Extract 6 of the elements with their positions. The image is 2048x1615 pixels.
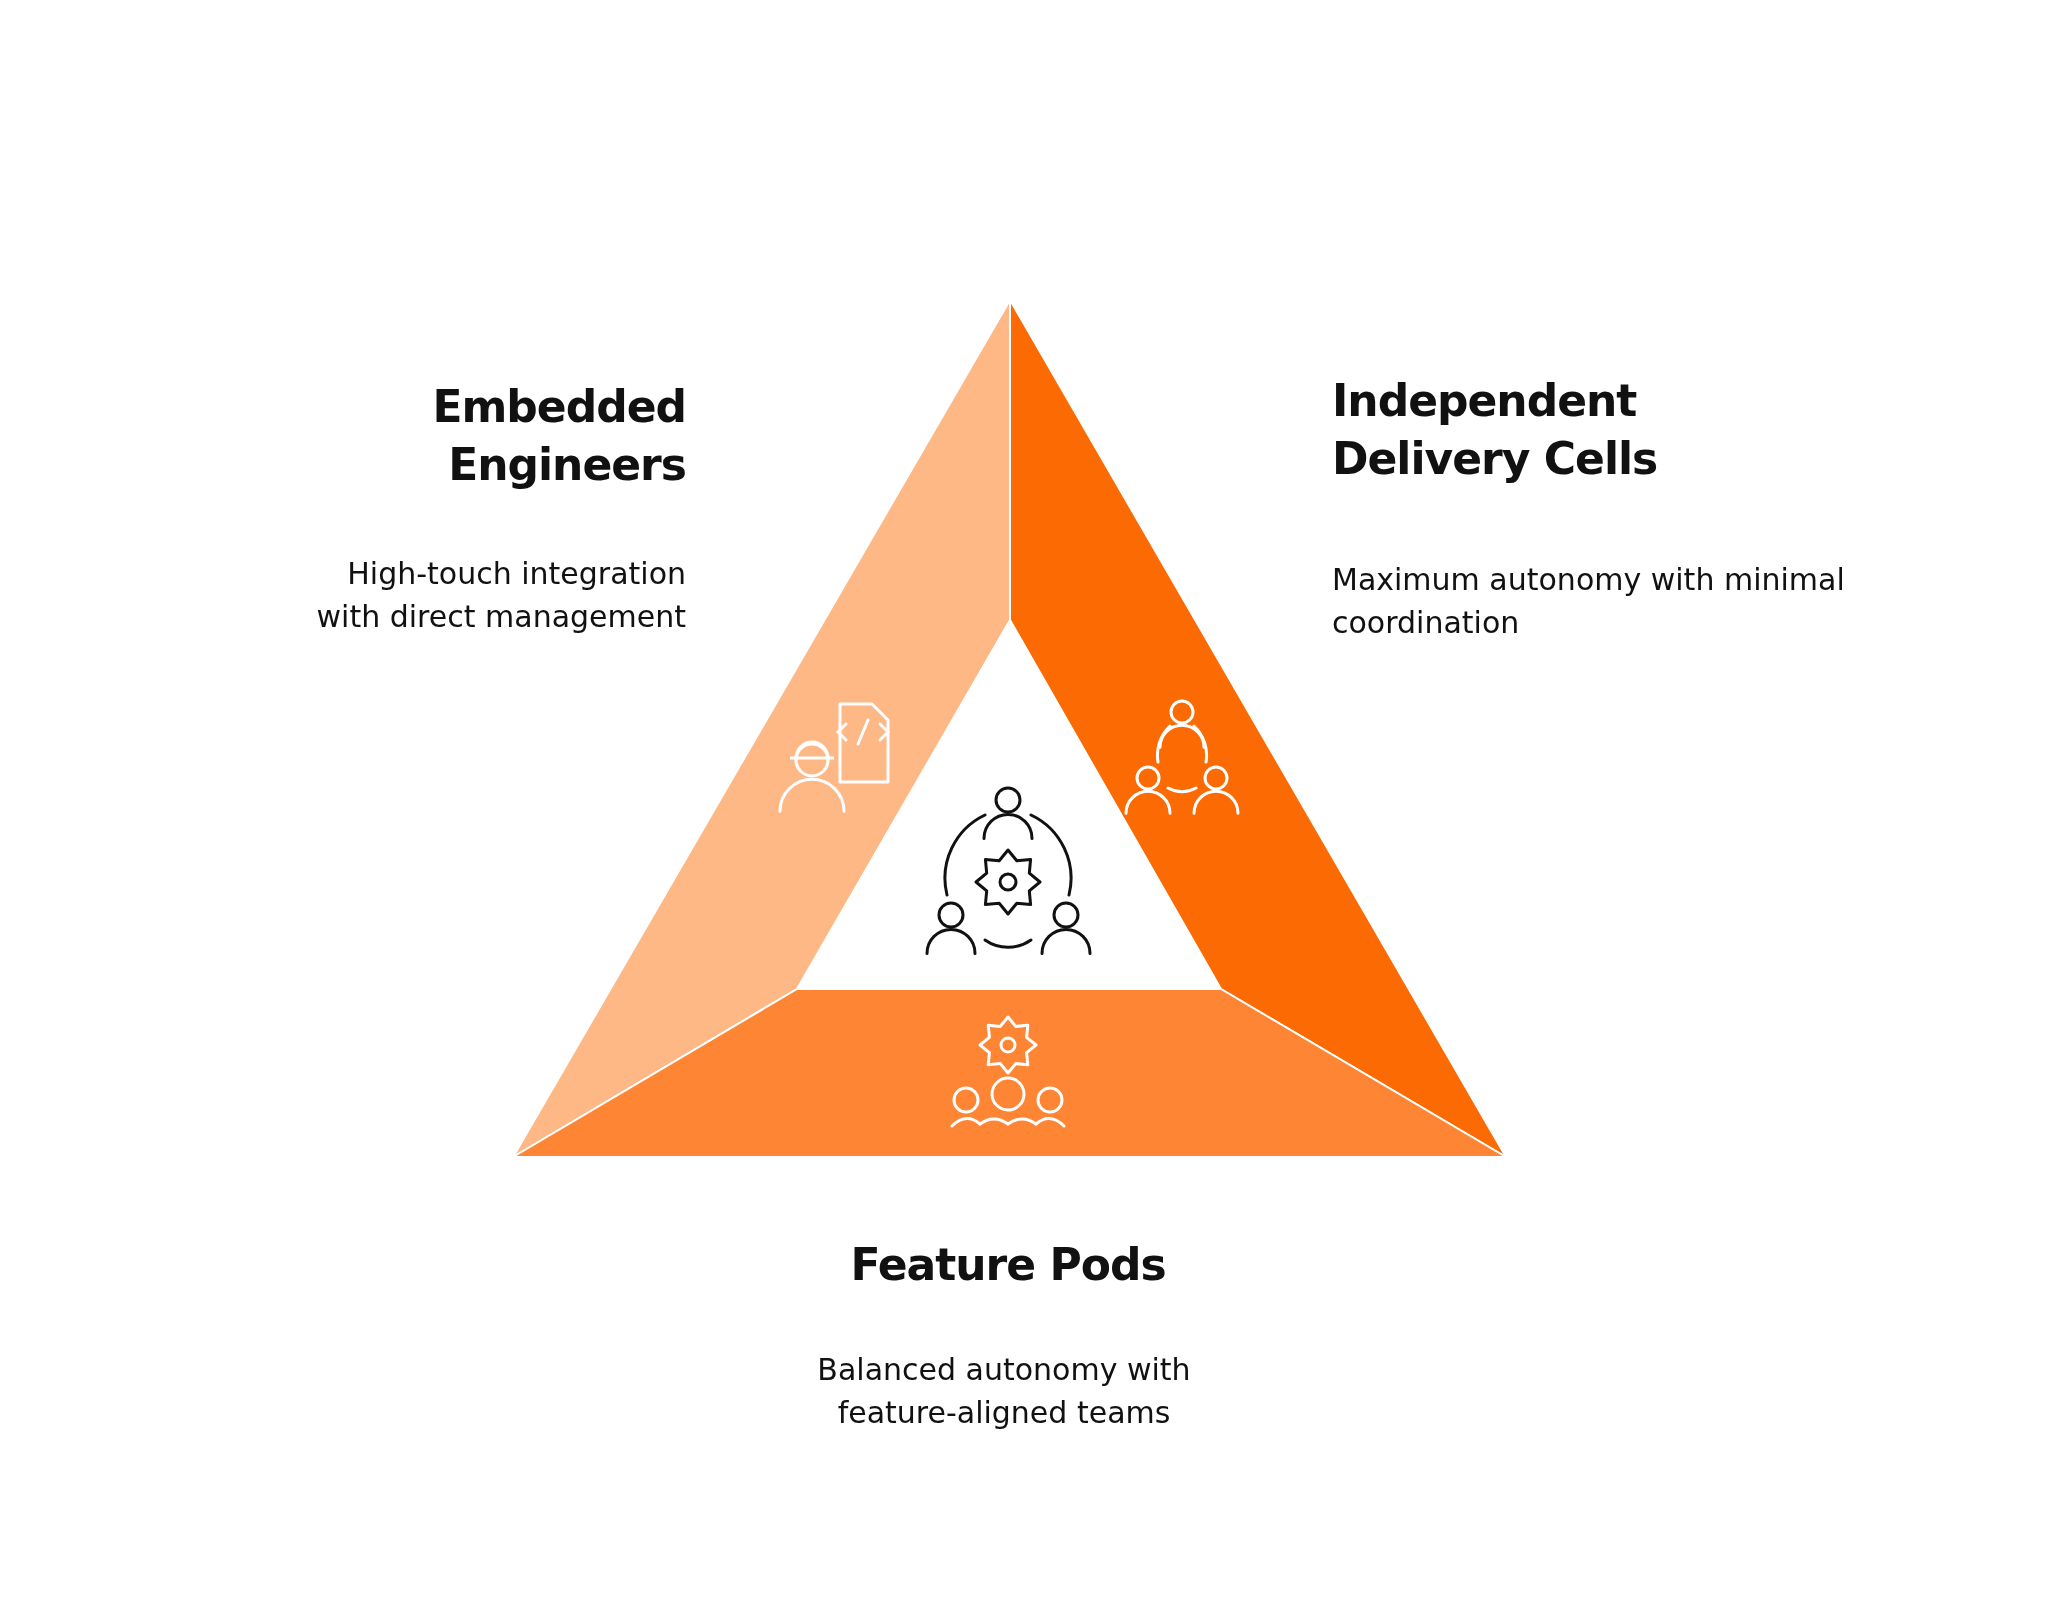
heading: Independent Delivery Cells bbox=[1332, 374, 1659, 486]
description: High-touch integration with direct management bbox=[315, 555, 686, 636]
description: Maximum autonomy with minimal coordination bbox=[1332, 561, 1846, 642]
heading: Embedded Engineers bbox=[431, 380, 686, 492]
description: Balanced autonomy with feature-aligned teams bbox=[816, 1351, 1192, 1432]
heading: Feature Pods bbox=[849, 1238, 1167, 1292]
